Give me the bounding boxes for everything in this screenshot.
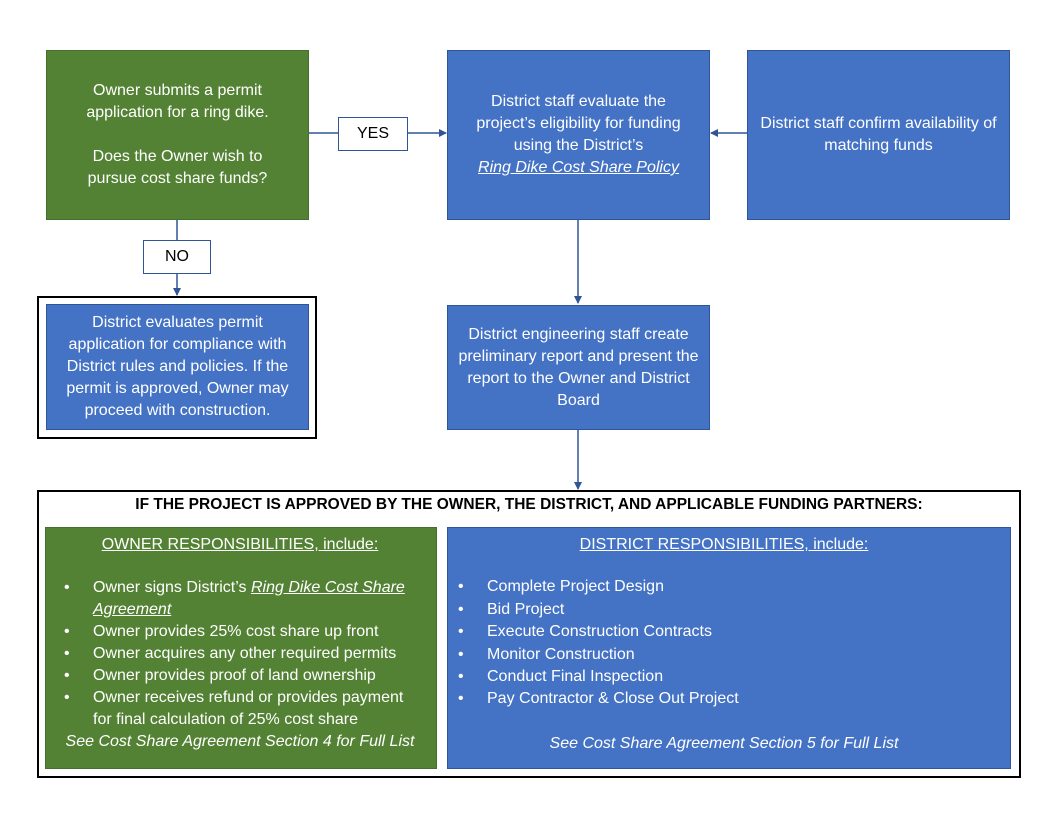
owner-responsibilities-footer: See Cost Share Agreement Section 4 for F… bbox=[65, 733, 415, 750]
compliance-box: District evaluates permit application fo… bbox=[46, 304, 309, 430]
list-item: Pay Contractor & Close Out Project bbox=[448, 688, 1000, 711]
cost-share-agreement-name: Ring Dike Cost Share Agreement bbox=[93, 579, 405, 618]
compliance-frame bbox=[37, 296, 317, 439]
list-item: Bid Project bbox=[448, 599, 1000, 622]
confirm-funds-box: District staff confirm availability of m… bbox=[747, 50, 1010, 220]
approval-frame bbox=[37, 490, 1021, 778]
evaluate-eligibility-text: District staff evaluate the project’s el… bbox=[476, 93, 681, 154]
approval-heading: IF THE PROJECT IS APPROVED BY THE OWNER,… bbox=[135, 496, 923, 513]
list-item: Owner provides proof of land ownership bbox=[54, 665, 426, 687]
list-item: Owner acquires any other required permit… bbox=[54, 643, 426, 665]
owner-responsibilities-box: OWNER RESPONSIBILITIES, include: Owner s… bbox=[45, 527, 437, 769]
evaluate-eligibility-box: District staff evaluate the project’s el… bbox=[447, 50, 710, 220]
district-responsibilities-heading: DISTRICT RESPONSIBILITIES, include: bbox=[579, 536, 869, 553]
list-item: Execute Construction Contracts bbox=[448, 621, 1000, 644]
district-responsibilities-footer: See Cost Share Agreement Section 5 for F… bbox=[549, 734, 899, 752]
owner-responsibilities-list: Owner signs District’s Ring Dike Cost Sh… bbox=[54, 577, 426, 731]
district-responsibilities-list: Complete Project Design Bid Project Exec… bbox=[448, 576, 1000, 711]
start-box-question-1: Owner submits a permit application for a… bbox=[86, 82, 269, 121]
start-box: Owner submits a permit application for a… bbox=[46, 50, 309, 220]
list-item: Owner provides 25% cost share up front bbox=[54, 621, 426, 643]
list-item: Owner signs District’s Ring Dike Cost Sh… bbox=[54, 577, 426, 621]
cost-share-policy-name: Ring Dike Cost Share Policy bbox=[478, 159, 679, 176]
list-item: Owner receives refund or provides paymen… bbox=[54, 687, 426, 731]
list-item: Complete Project Design bbox=[448, 576, 1000, 599]
owner-responsibilities-heading: OWNER RESPONSIBILITIES, include: bbox=[101, 536, 379, 553]
yes-label: YES bbox=[338, 117, 408, 151]
preliminary-report-box: District engineering staff create prelim… bbox=[447, 305, 710, 430]
list-item: Monitor Construction bbox=[448, 644, 1000, 667]
compliance-text: District evaluates permit application fo… bbox=[66, 314, 289, 419]
list-item: Conduct Final Inspection bbox=[448, 666, 1000, 689]
start-box-question-2: Does the Owner wish to pursue cost share… bbox=[87, 148, 268, 187]
confirm-funds-text: District staff confirm availability of m… bbox=[760, 115, 997, 154]
preliminary-report-text: District engineering staff create prelim… bbox=[458, 325, 699, 409]
district-responsibilities-box: DISTRICT RESPONSIBILITIES, include: Comp… bbox=[447, 527, 1011, 769]
owner-item-prefix: Owner signs District’s bbox=[93, 579, 251, 596]
no-label: NO bbox=[143, 240, 211, 274]
